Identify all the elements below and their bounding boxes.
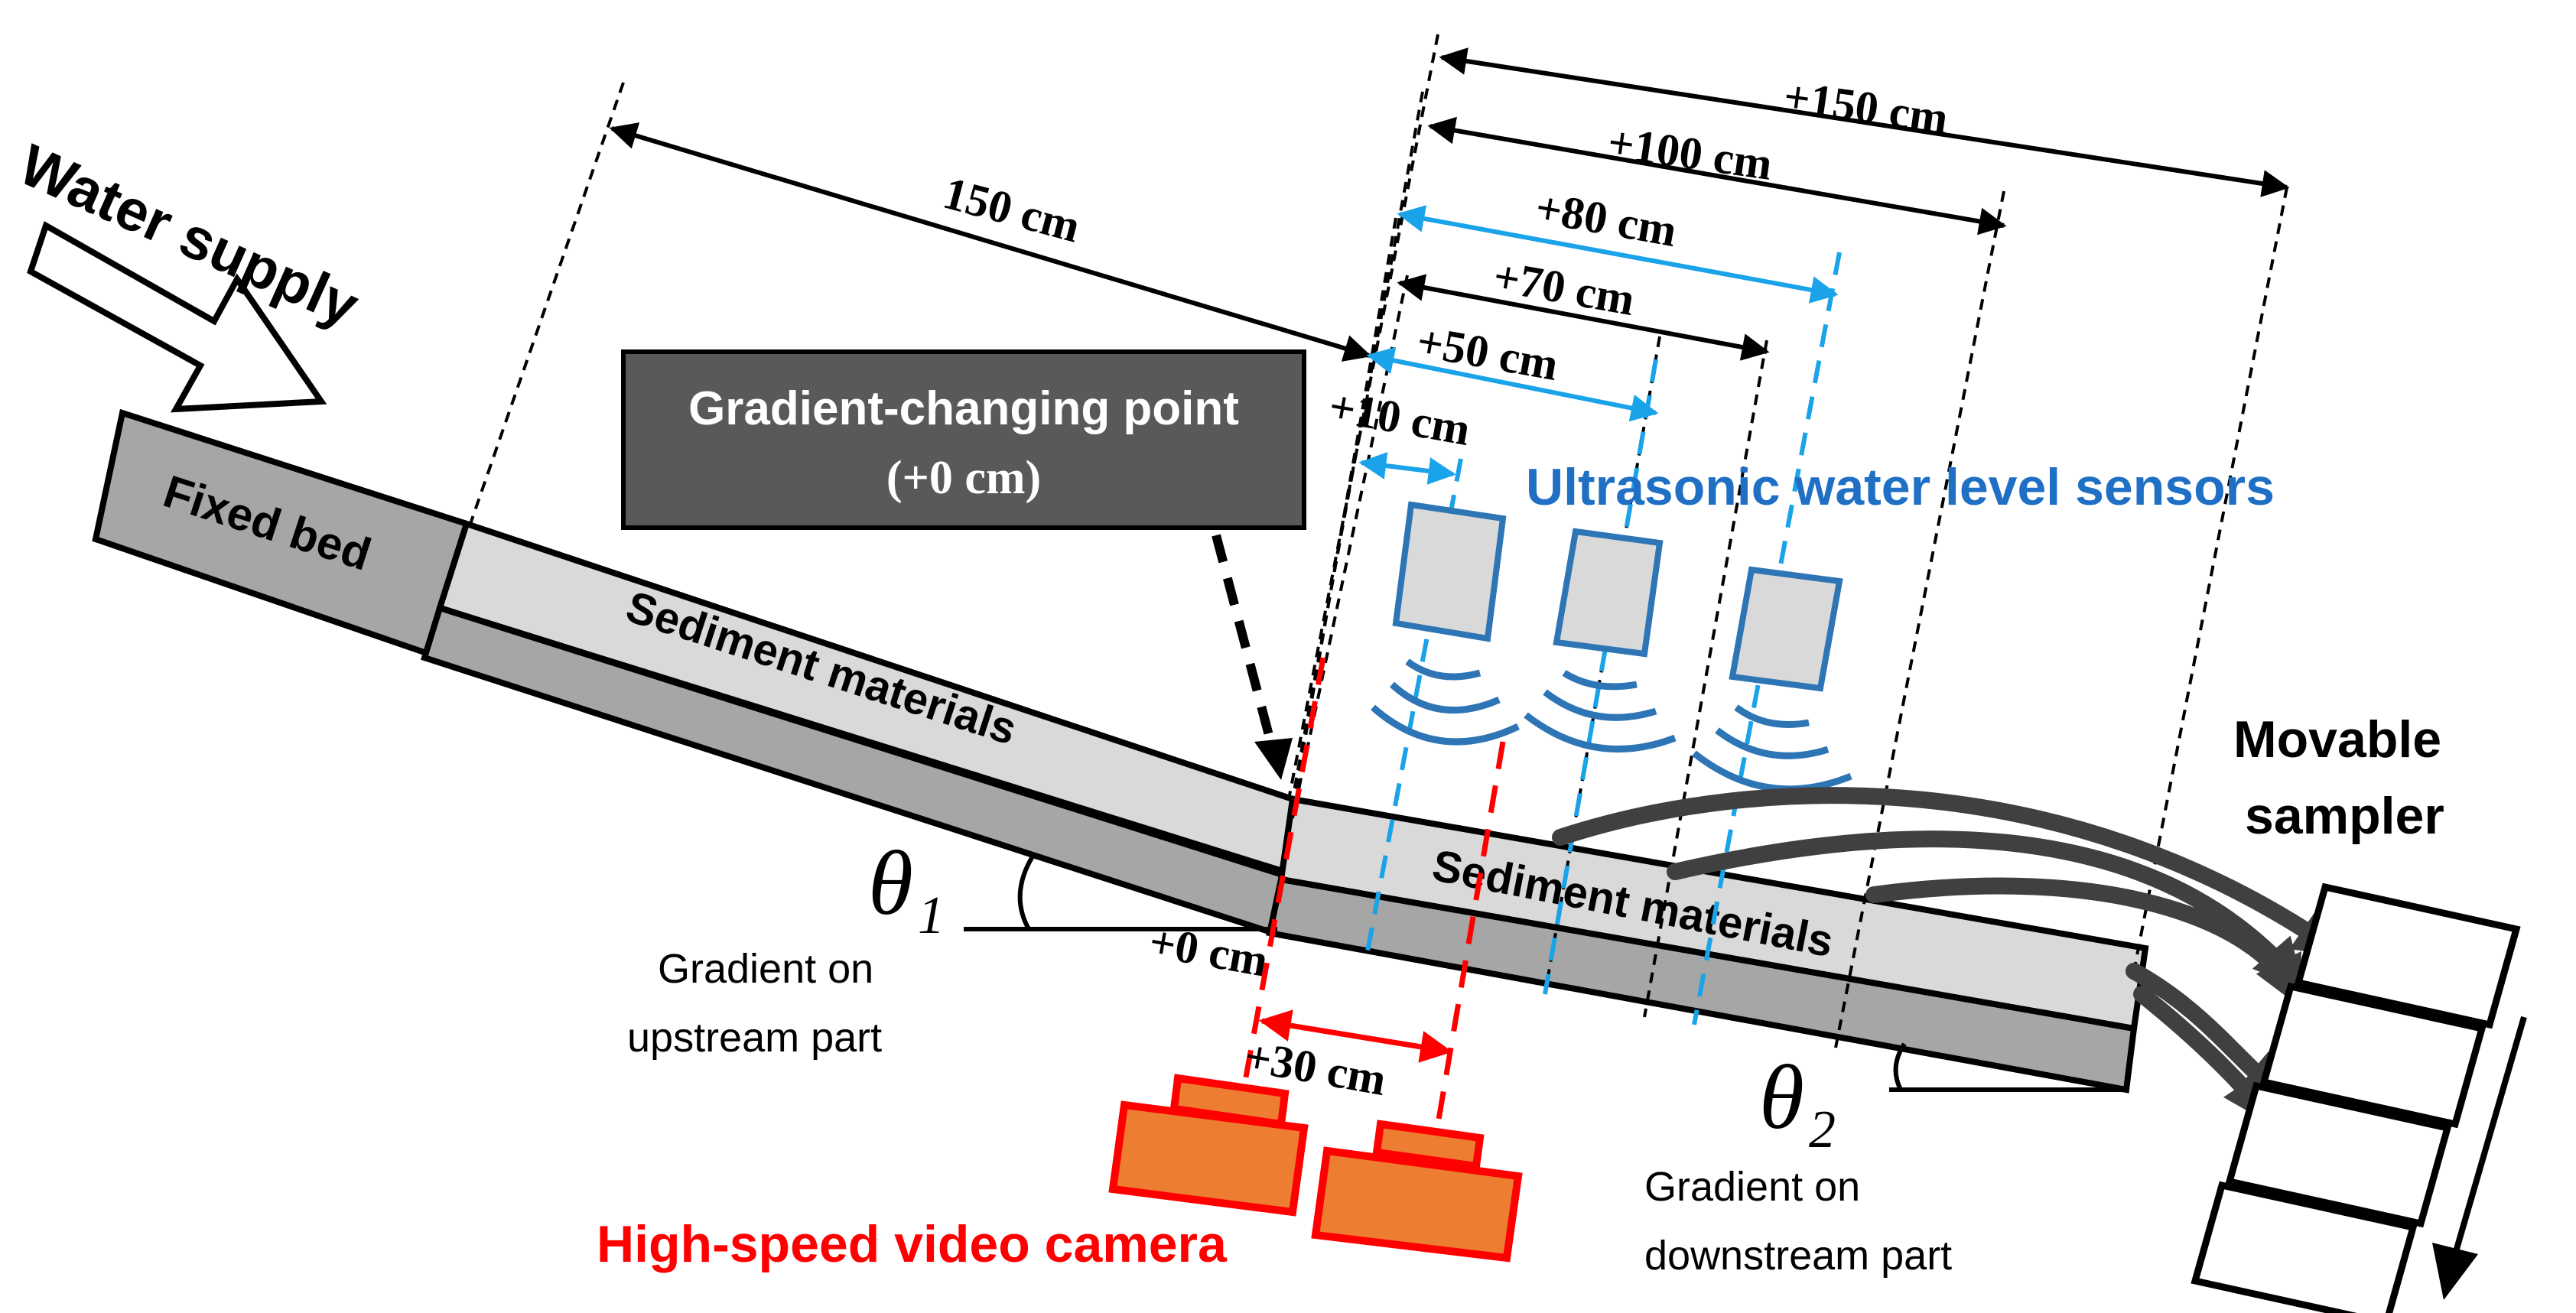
- gradient-downstream-line1: Gradient on: [1644, 1164, 1860, 1210]
- movable-sampler-line1: Movable: [2233, 710, 2441, 769]
- upstream-channel: [421, 519, 1296, 938]
- water-supply-arrow: [27, 221, 327, 413]
- sampler-direction-arrow: [2432, 1016, 2527, 1300]
- movable-sampler-line2: sampler: [2245, 787, 2444, 845]
- dim-plus10-label: +10 cm: [1325, 381, 1474, 455]
- theta1-subscript: 1: [918, 886, 945, 945]
- ultrasonic-sensors-label: Ultrasonic water level sensors: [1526, 458, 2275, 516]
- gradient-changing-point-value: (+0 cm): [886, 452, 1041, 504]
- ultrasonic-sensor-1: [1371, 501, 1520, 746]
- movable-sampler: [2191, 882, 2521, 1313]
- theta2-subscript: 2: [1809, 1100, 1836, 1159]
- gradient-changing-point-box: [621, 349, 1306, 530]
- gradient-upstream-line1: Gradient on: [658, 946, 873, 992]
- theta1-angle-marker: [964, 855, 1277, 931]
- high-speed-camera-label: High-speed video camera: [597, 1215, 1228, 1273]
- theta2-angle-marker: [1889, 1042, 2126, 1092]
- dim-150cm-label: 150 cm: [938, 167, 1086, 252]
- theta2-symbol: θ: [1759, 1046, 1804, 1148]
- dim-plus100-label: +100 cm: [1605, 117, 1775, 190]
- dim-plus150-label: +150 cm: [1781, 71, 1951, 144]
- camera-spacing-arrow: [1258, 1009, 1453, 1063]
- sensor-dimension-arrows: [1358, 205, 1839, 485]
- gradient-downstream-line2: downstream part: [1644, 1233, 1952, 1279]
- gradient-changing-point-title: Gradient-changing point: [688, 382, 1239, 435]
- flow-arrows: [1552, 787, 2346, 1126]
- dimension-arrows: [609, 47, 2290, 362]
- theta1-symbol: θ: [868, 832, 913, 934]
- dim-plus80-label: +80 cm: [1532, 182, 1680, 256]
- gcp-pointer-arrow: [1212, 534, 1293, 780]
- ultrasonic-sensor-3: [1692, 566, 1852, 793]
- camera-2: [1311, 1120, 1523, 1263]
- ultrasonic-sensor-2: [1524, 528, 1677, 752]
- gradient-upstream-line2: upstream part: [627, 1015, 882, 1061]
- camera-1: [1108, 1074, 1309, 1217]
